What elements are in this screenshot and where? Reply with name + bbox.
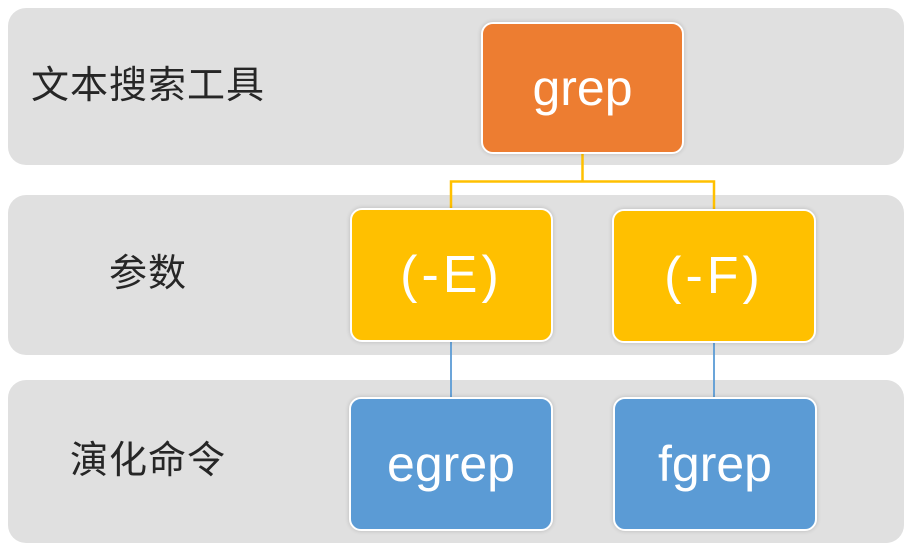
band-text-search-tool: 文本搜索工具 bbox=[8, 8, 904, 165]
band-label-evolved-commands: 演化命令 bbox=[69, 439, 226, 482]
band-label-text-search-tool: 文本搜索工具 bbox=[30, 64, 265, 107]
node-grep: grep bbox=[481, 22, 684, 154]
band-label-parameters: 参数 bbox=[108, 253, 187, 296]
node-param-f-label: (-F) bbox=[664, 247, 764, 305]
node-egrep: egrep bbox=[349, 397, 553, 531]
node-grep-label: grep bbox=[532, 60, 633, 116]
node-fgrep-label: fgrep bbox=[658, 436, 772, 492]
node-egrep-label: egrep bbox=[387, 436, 515, 492]
node-param-f: (-F) bbox=[612, 209, 816, 343]
node-param-e-label: (-E) bbox=[400, 246, 503, 304]
node-param-e: (-E) bbox=[350, 208, 553, 342]
node-fgrep: fgrep bbox=[613, 397, 817, 531]
